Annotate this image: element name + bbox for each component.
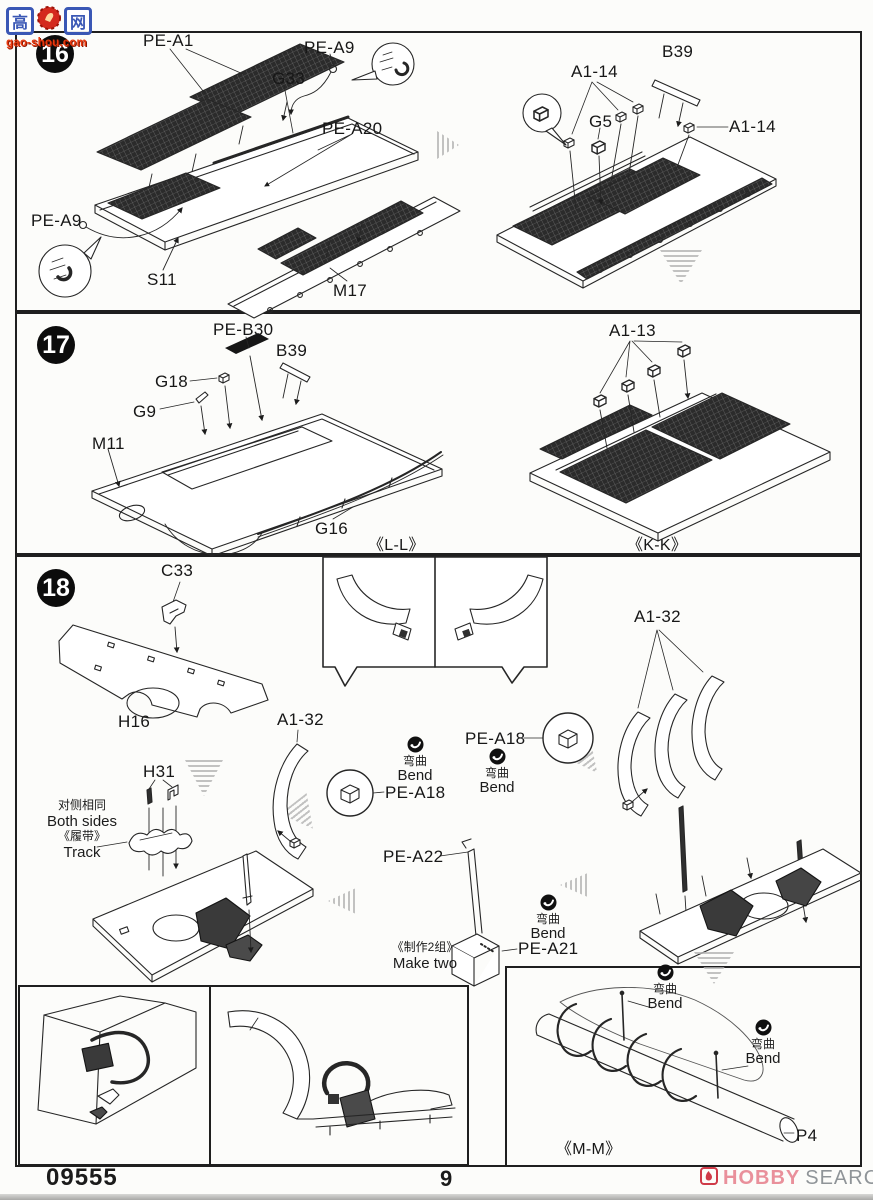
part-label-a1-32-mid: A1-32 [277, 710, 324, 729]
fender-side-detail-art [227, 1010, 456, 1136]
view-label-mm: 《M-M》 [556, 1141, 622, 1158]
gao-shou-watermark: 高 网 gao-shou.com [6, 5, 92, 49]
note-both-sides-track: 对侧相同 Both sides 《履带》 Track [46, 798, 118, 861]
step16-right-art [496, 79, 777, 289]
part-label-pe-a20: PE-A20 [322, 119, 383, 138]
kit-number: 09555 [46, 1164, 118, 1191]
scan-edge-strip [0, 1194, 873, 1200]
step17-left-art [91, 333, 444, 557]
part-label-pe-a18-left: PE-A18 [385, 783, 446, 802]
part-label-pe-a18-right: PE-A18 [465, 729, 526, 748]
part-label-pe-a22: PE-A22 [383, 847, 444, 866]
part-label-b39-16: B39 [662, 42, 694, 61]
watermark-right-glyph: 网 [64, 6, 92, 35]
hobby-search-logo: HOBBY SEARCH [700, 1167, 873, 1190]
view-label-ll: 《L-L》 [368, 537, 425, 554]
part-label-pe-a1: PE-A1 [143, 31, 194, 50]
page-number: 9 [440, 1166, 453, 1191]
bend-icon [540, 894, 556, 911]
hull-side-detail-art [37, 995, 197, 1125]
bend-icon [657, 964, 673, 981]
step16-left-art [38, 42, 461, 319]
part-label-b39-17: B39 [276, 341, 308, 360]
part-label-g16: G16 [315, 519, 349, 538]
detail-box-hull-side [18, 985, 214, 1166]
part-label-m17: M17 [333, 281, 367, 300]
part-label-h31: H31 [143, 762, 176, 781]
hobby-search-wordmark-search: SEARCH [805, 1167, 873, 1189]
part-label-a1-14-right: A1-14 [729, 117, 776, 136]
part-label-pe-b30: PE-B30 [213, 320, 274, 339]
part-label-g5: G5 [589, 112, 613, 131]
bend-icon [489, 748, 505, 765]
part-label-pe-a9-top: PE-A9 [304, 38, 355, 57]
hobby-search-wordmark-hobby: HOBBY [723, 1167, 801, 1189]
bend-icon [755, 1019, 771, 1036]
part-label-g18: G18 [155, 372, 189, 391]
watermark-site-url: gao-shou.com [6, 37, 87, 49]
part-label-a1-32-right: A1-32 [634, 607, 681, 626]
view-label-kk: 《K-K》 [627, 537, 688, 554]
step17-right-art [529, 340, 831, 542]
step18-number-badge: 18 [37, 569, 75, 607]
part-label-pe-a21: PE-A21 [518, 939, 579, 958]
step16-panel-frame [15, 31, 862, 314]
watermark-left-glyph: 高 [6, 6, 34, 35]
part-label-a1-14-top: A1-14 [571, 62, 618, 81]
step18-art [58, 556, 862, 987]
part-label-m11: M11 [92, 434, 125, 453]
step18-panel-frame [15, 553, 862, 1167]
part-label-g9: G9 [133, 402, 157, 421]
watermark-gear-icon [36, 5, 62, 36]
note-make-two: 《制作2组》 Make two [391, 940, 459, 972]
hobby-search-icon [700, 1167, 718, 1190]
step17-number-badge: 17 [37, 326, 75, 364]
mm-view-art [535, 987, 799, 1143]
part-label-pe-a9-left: PE-A9 [31, 211, 82, 230]
part-label-s11: S11 [147, 270, 177, 289]
part-label-c33: C33 [161, 561, 194, 580]
step17-panel-frame [15, 310, 862, 557]
bend-icon [407, 736, 423, 753]
part-label-h16: H16 [118, 712, 151, 731]
part-label-p4: P4 [796, 1126, 818, 1145]
part-label-a1-13: A1-13 [609, 321, 656, 340]
part-label-g33: G33 [272, 69, 306, 88]
step16-number-badge: 16 [36, 35, 74, 73]
